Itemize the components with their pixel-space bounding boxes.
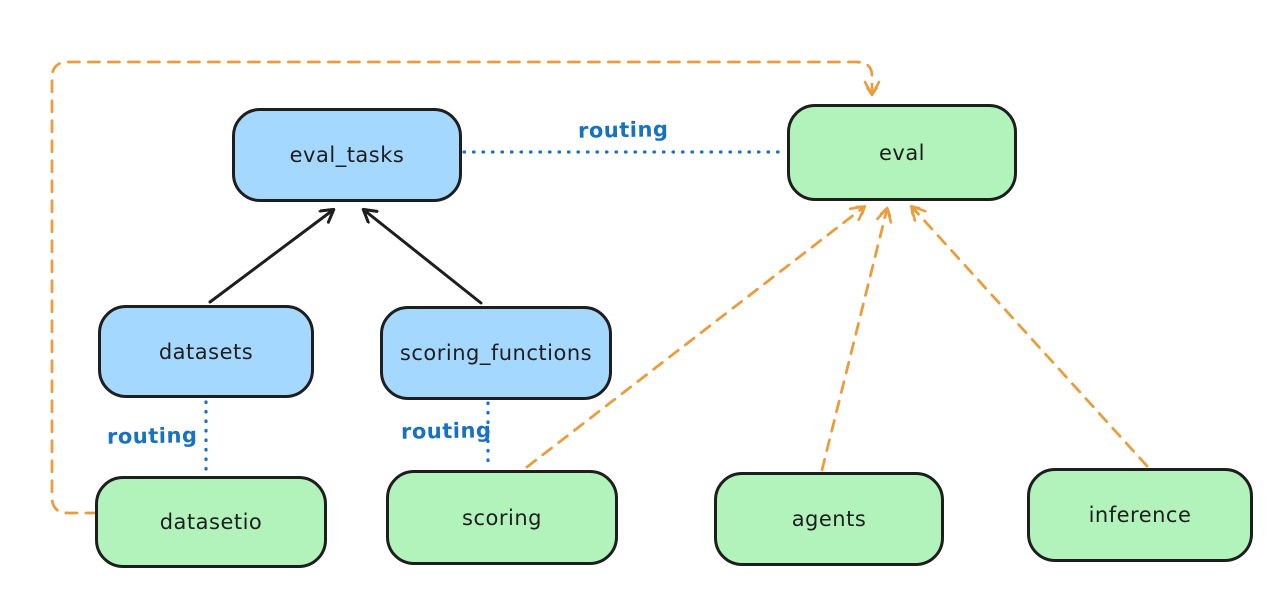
edge-scoring-functions-to-eval-tasks: [364, 210, 483, 305]
node-datasetio: datasetio: [95, 476, 327, 568]
edge-datasets-to-eval-tasks: [208, 210, 333, 304]
node-datasets-label: datasets: [158, 339, 254, 364]
routing-label-eval-tasks-eval: routing: [577, 117, 669, 143]
node-agents: agents: [714, 472, 944, 566]
edge-inference-to-eval: [910, 204, 1149, 468]
routing-label-scoring-functions-scoring: routing: [400, 418, 492, 444]
routing-label-datasets-datasetio: routing: [106, 423, 198, 449]
edge-scoring-to-eval: [525, 205, 867, 469]
edge-agents-to-eval: [820, 206, 893, 472]
node-scoring-functions-label: scoring_functions: [399, 341, 593, 365]
node-datasetio-label: datasetio: [159, 510, 263, 534]
node-datasets: datasets: [98, 305, 314, 398]
node-scoring-functions: scoring_functions: [380, 306, 612, 400]
node-eval-label: eval: [878, 140, 926, 165]
node-eval-tasks-label: eval_tasks: [289, 143, 405, 167]
edge-datasetio-to-eval: [50, 60, 881, 515]
node-scoring: scoring: [386, 470, 618, 565]
node-inference: inference: [1027, 468, 1253, 562]
node-agents-label: agents: [791, 507, 867, 531]
node-eval: eval: [787, 104, 1017, 201]
node-inference-label: inference: [1088, 503, 1192, 527]
node-scoring-label: scoring: [462, 505, 542, 530]
node-eval-tasks: eval_tasks: [232, 108, 462, 202]
